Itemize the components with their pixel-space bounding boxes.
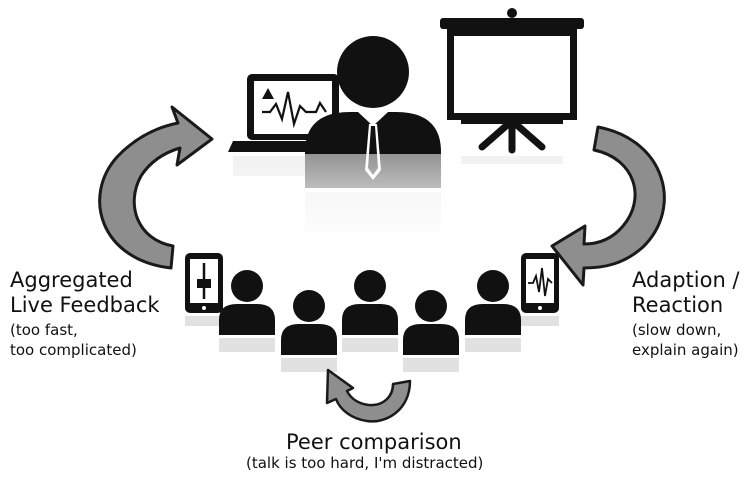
- feedback-arrow-icon: [98, 105, 214, 270]
- audience-member-icon: [281, 290, 337, 355]
- audience-member-icon: [342, 270, 398, 335]
- warning-icon: [262, 88, 274, 99]
- left-label-sub-line1: (too fast,: [10, 321, 78, 339]
- bottom-label-sub: (talk is too hard, I'm distracted): [246, 454, 484, 472]
- right-label-sub-line1: (slow down,: [632, 321, 722, 339]
- tablet-slider-icon: [185, 253, 223, 313]
- right-label-title-line2: Reaction: [632, 293, 724, 317]
- projector-screen-icon: [440, 8, 584, 154]
- audience-member-icon: [465, 270, 521, 335]
- peer-comparison-arrow-icon: [325, 368, 412, 423]
- adaption-arrow-icon: [550, 125, 666, 287]
- audience-member-icon: [219, 270, 275, 335]
- right-label-title-line1: Adaption /: [632, 268, 740, 292]
- audience-reflection: [185, 316, 559, 372]
- audience-member-icon: [403, 290, 459, 355]
- left-label-title-line2: Live Feedback: [10, 293, 160, 317]
- tablet-chart-icon: [521, 253, 559, 313]
- left-label-sub-line2: too complicated): [10, 341, 137, 359]
- pulse-chart-icon: [262, 91, 327, 129]
- right-label-sub-line2: explain again): [632, 341, 739, 359]
- left-label-title-line1: Aggregated: [10, 268, 133, 292]
- bottom-label-title: Peer comparison: [286, 430, 462, 454]
